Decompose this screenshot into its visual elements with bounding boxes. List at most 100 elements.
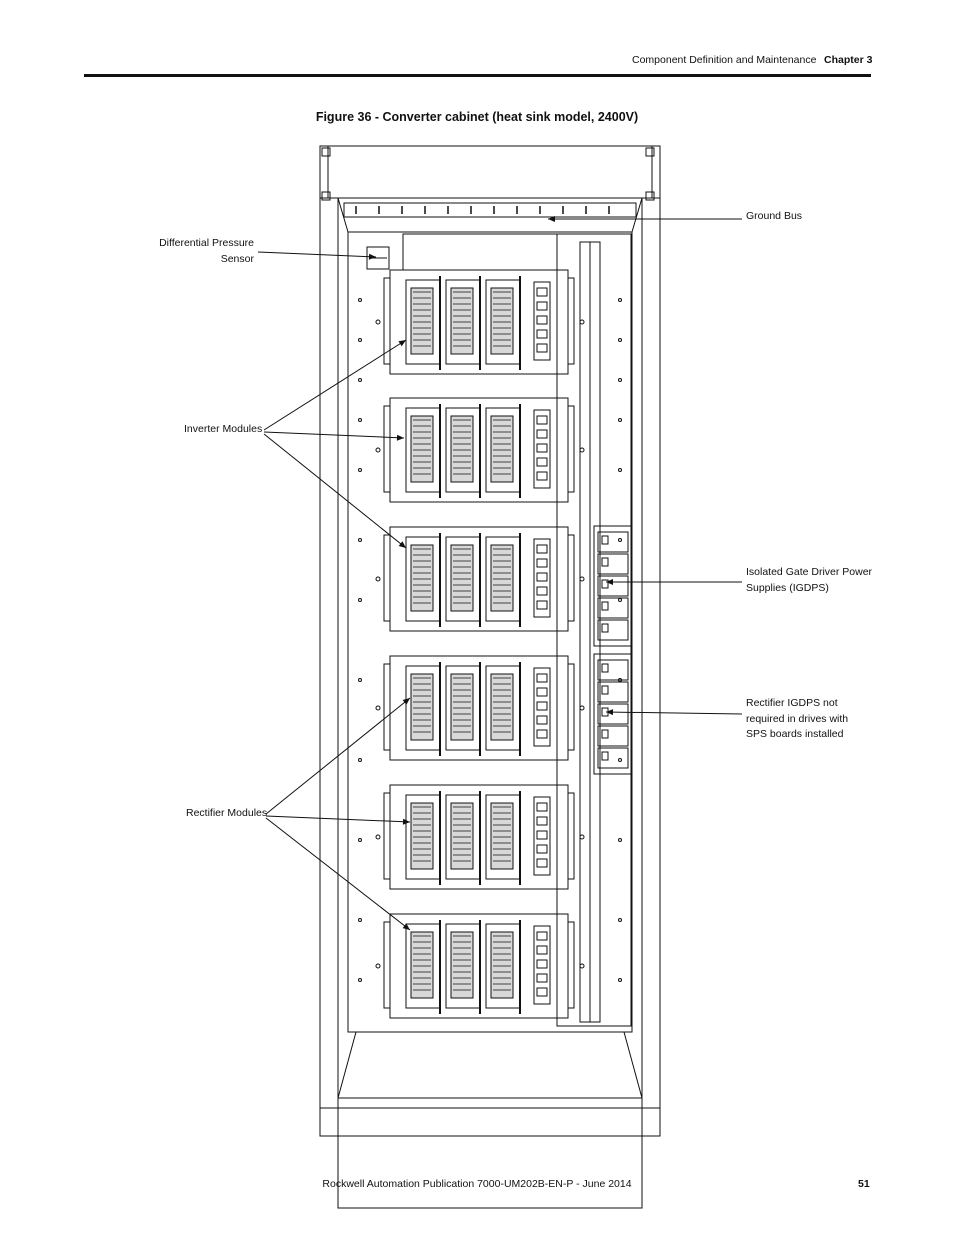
gate-driver-board (533, 538, 551, 618)
igdps-indicator (601, 663, 609, 673)
heat-sink-fins (450, 415, 474, 483)
leader-inverter-2-arrowhead (396, 434, 404, 441)
board-component (536, 830, 548, 840)
board-component (536, 844, 548, 854)
leader-inverter-1-arrowhead (398, 340, 406, 347)
igdps-indicator (601, 579, 609, 589)
gate-driver-board (533, 667, 551, 747)
cabinet-fastener (618, 538, 622, 542)
leader-ground-bus-arrowhead (548, 216, 555, 222)
inverter-module-flange-right (567, 405, 575, 493)
leader-rectifier-2 (265, 815, 411, 823)
leader-rectifier-1-arrowhead (402, 698, 410, 705)
heat-sink-fins (490, 673, 514, 741)
mount-hole (375, 834, 381, 840)
board-component (536, 343, 548, 353)
board-component (536, 858, 548, 868)
cabinet-interior-back (347, 231, 633, 1033)
igdps-indicator (601, 729, 609, 739)
cabinet-perspective-left-top (337, 197, 349, 233)
igdps-group-frame (593, 525, 633, 647)
cabinet-fastener (618, 838, 622, 842)
callout-rectifier-igdps: Rectifier IGDPS not required in drives w… (746, 696, 848, 743)
leader-rectifier-igdps-arrowhead (606, 709, 614, 716)
rectifier-module-flange-left (383, 921, 391, 1009)
heat-sink-fins (410, 415, 434, 483)
cabinet-fastener (358, 378, 362, 382)
cabinet-fastener (358, 758, 362, 762)
cabinet-fastener (358, 838, 362, 842)
cabinet-door-frame (337, 197, 643, 1209)
inverter-module-flange-left (383, 534, 391, 622)
rectifier-module-flange-left (383, 663, 391, 751)
leader-dp-sensor (257, 251, 377, 258)
callout-inverter-modules: Inverter Modules (184, 423, 263, 435)
igdps-unit (597, 659, 629, 681)
igdps-unit (597, 553, 629, 575)
igdps-indicator (601, 751, 609, 761)
board-component (536, 471, 548, 481)
leader-dp-sensor-arrowhead (368, 253, 376, 260)
leader-inverter-2 (263, 431, 405, 439)
leader-rectifier-2-arrowhead (402, 818, 410, 825)
cabinet-fastener (358, 678, 362, 682)
cabinet-fastener (358, 538, 362, 542)
cabinet-fastener (358, 468, 362, 472)
ground-bus-bar (343, 202, 637, 218)
cabinet-top-hood (327, 145, 653, 199)
mount-hole (579, 576, 585, 582)
inverter-module-flange-right (567, 277, 575, 365)
mount-hole (375, 576, 381, 582)
cabinet-perspective-right-bottom (623, 1031, 643, 1099)
footer-page-number: 51 (858, 1178, 870, 1190)
heat-sink-fins (450, 673, 474, 741)
callout-rectifier-igdps-line1: Rectifier IGDPS not (746, 697, 838, 709)
leader-rectifier-igdps (605, 711, 743, 715)
igdps-unit (597, 747, 629, 769)
igdps-unit (597, 597, 629, 619)
callout-rectifier-modules: Rectifier Modules (186, 807, 268, 819)
board-component (536, 301, 548, 311)
inverter-module-flange-left (383, 405, 391, 493)
callout-dp-sensor-line1: Differential Pressure (159, 237, 254, 249)
heat-sink-fins (490, 415, 514, 483)
hood-corner-mark (321, 147, 331, 157)
gate-driver-board (533, 796, 551, 876)
igdps-unit (597, 725, 629, 747)
rectifier-module-flange-right (567, 792, 575, 880)
inverter-module-flange-right (567, 534, 575, 622)
board-component (536, 558, 548, 568)
board-component (536, 544, 548, 554)
board-component (536, 945, 548, 955)
callout-igdps-line2: Supplies (IGDPS) (746, 581, 829, 594)
heat-sink-fins (490, 287, 514, 355)
heat-sink-fins (410, 673, 434, 741)
igdps-unit (597, 619, 629, 641)
cabinet-fastener (618, 468, 622, 472)
board-component (536, 315, 548, 325)
header-rule (84, 74, 871, 77)
heat-sink-fins (490, 802, 514, 870)
leader-inverter-3-arrowhead (398, 541, 406, 548)
gate-driver-board (533, 281, 551, 361)
igdps-group-frame (593, 653, 633, 775)
mount-hole (375, 319, 381, 325)
leader-rectifier-3-arrowhead (402, 923, 410, 930)
igdps-unit (597, 575, 629, 597)
header-section-title: Component Definition and Maintenance (632, 54, 817, 66)
cabinet-outer-frame (319, 145, 661, 1137)
header-chapter: Chapter 3 (824, 54, 873, 66)
cabinet-fastener (618, 598, 622, 602)
hood-corner-mark (321, 191, 331, 201)
rectifier-module-flange-left (383, 792, 391, 880)
callout-ground-bus: Ground Bus (746, 210, 803, 222)
hood-corner-mark (645, 147, 655, 157)
cabinet-fastener (618, 678, 622, 682)
callout-dp-sensor: Differential Pressure Sensor (150, 236, 254, 267)
board-component (536, 931, 548, 941)
board-component (536, 701, 548, 711)
board-component (536, 329, 548, 339)
board-component (536, 973, 548, 983)
mount-hole (579, 447, 585, 453)
heat-sink-fins (410, 287, 434, 355)
